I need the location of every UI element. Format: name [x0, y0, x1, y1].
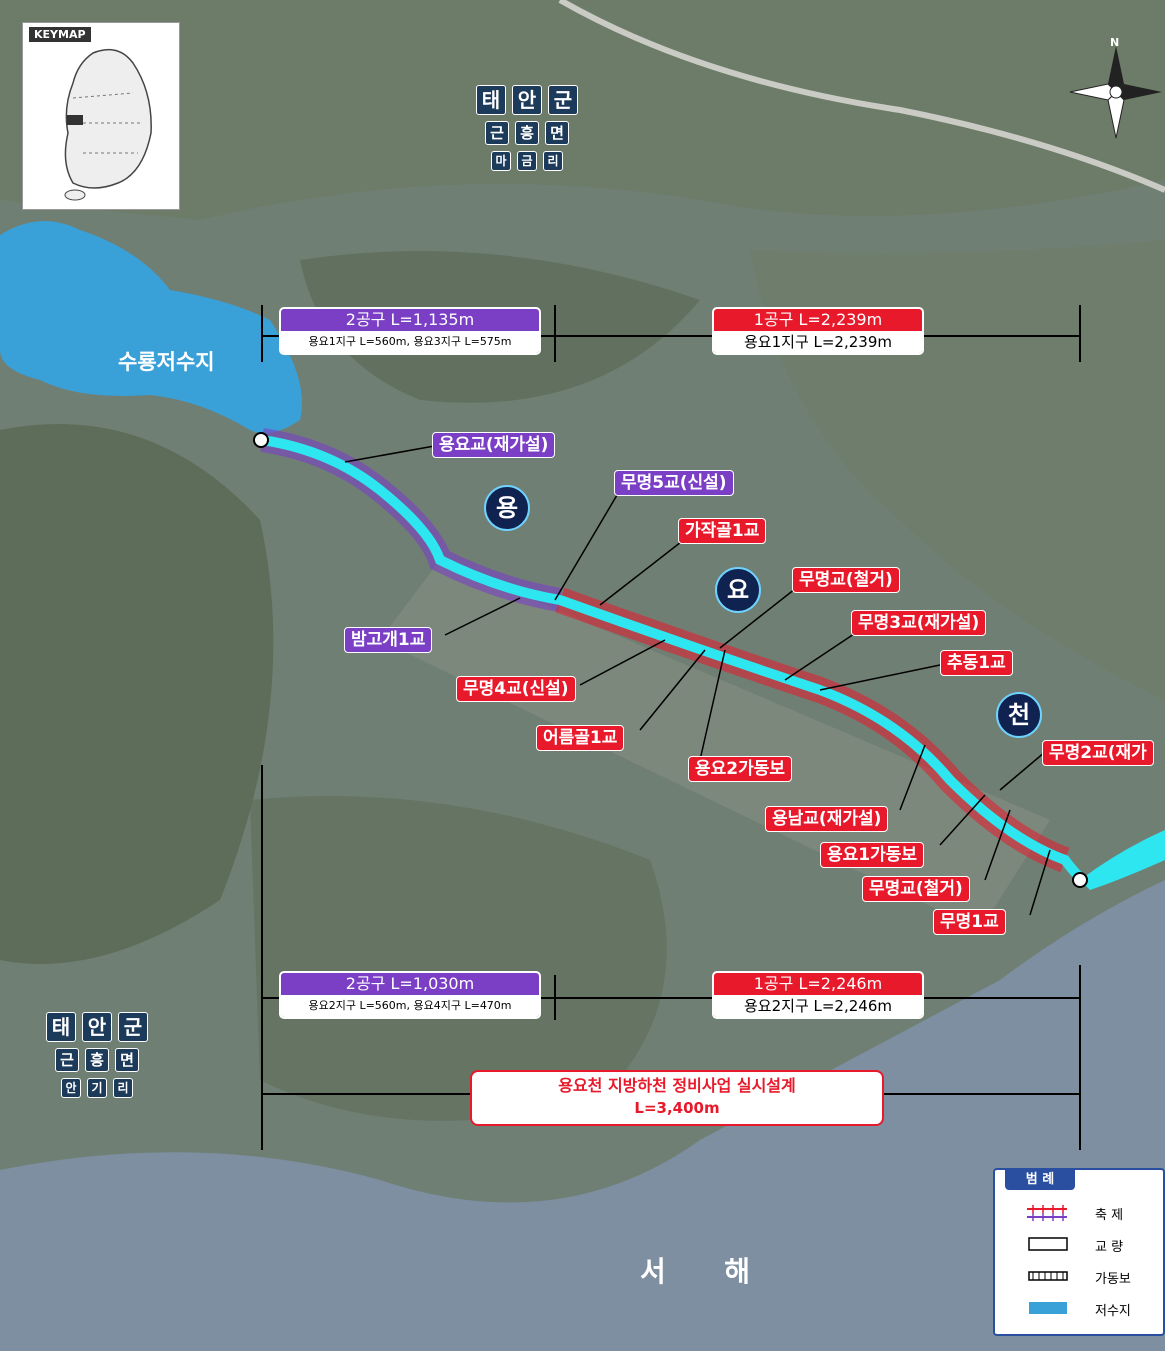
section-body: 용요1지구 L=2,239m — [714, 331, 922, 353]
admin-label-top: 태 안 군 근 흥 면 마 금 리 — [476, 85, 578, 177]
sea-water — [0, 880, 1165, 1351]
reservoir-water — [0, 221, 302, 434]
town-char: 면 — [545, 121, 569, 145]
reservoir-label: 수룡저수지 — [118, 350, 215, 374]
town-char: 흥 — [85, 1048, 109, 1072]
structure-label: 무명교(철거) — [792, 567, 900, 593]
structure-label: 추동1교 — [940, 650, 1013, 676]
village-char: 안 — [61, 1078, 81, 1098]
section-box: 1공구 L=2,246m 용요2지구 L=2,246m — [712, 971, 924, 1019]
section-box: 1공구 L=2,239m 용요1지구 L=2,239m — [712, 307, 924, 355]
section-header: 1공구 L=2,246m — [753, 974, 883, 993]
town-char: 근 — [485, 121, 509, 145]
river-letter: 요 — [715, 567, 761, 613]
section-body: 용요2지구 L=560m, 용요4지구 L=470m — [281, 995, 539, 1017]
weir-icon — [1028, 1271, 1068, 1281]
river-letter: 용 — [484, 485, 530, 531]
section-box: 2공구 L=1,030m 용요2지구 L=560m, 용요4지구 L=470m — [279, 971, 541, 1019]
project-length: L=3,400m — [634, 1099, 720, 1117]
legend-item-bridge: 교 량 — [995, 1230, 1163, 1260]
bridge-icon — [1028, 1237, 1068, 1251]
legend-label: 저수지 — [1095, 1304, 1131, 1319]
structure-label: 용요교(재가설) — [432, 432, 556, 458]
legend-label: 축 제 — [1095, 1208, 1124, 1223]
structure-label: 밤고개1교 — [344, 627, 433, 653]
admin-label-bottom: 태 안 군 근 흥 면 안 기 리 — [46, 1012, 148, 1104]
legend-panel: 범 례 축 제 교 량 가동보 — [993, 1168, 1165, 1336]
legend-item-reservoir: 저수지 — [995, 1294, 1163, 1324]
village-char: 마 — [491, 151, 511, 171]
village-char: 금 — [517, 151, 537, 171]
structure-label: 가작골1교 — [678, 518, 767, 544]
section-body: 용요1지구 L=560m, 용요3지구 L=575m — [281, 331, 539, 353]
section-header: 2공구 L=1,030m — [345, 974, 475, 993]
structure-label: 무명1교 — [933, 909, 1006, 935]
county-char: 군 — [118, 1012, 148, 1042]
compass-rose — [1069, 46, 1162, 139]
levee-icon — [1027, 1205, 1067, 1221]
county-char: 군 — [548, 85, 578, 115]
section-header: 1공구 L=2,239m — [753, 310, 883, 329]
keymap-title: KEYMAP — [29, 27, 91, 42]
section-body: 용요2지구 L=2,246m — [714, 995, 922, 1017]
river-letter: 천 — [996, 692, 1042, 738]
structure-label: 무명2교(재가 — [1042, 740, 1154, 766]
town-char: 근 — [55, 1048, 79, 1072]
village-char: 기 — [87, 1078, 107, 1098]
reservoir-icon — [1029, 1302, 1067, 1314]
county-char: 안 — [512, 85, 542, 115]
project-box: 용요천 지방하천 정비사업 실시설계 L=3,400m — [470, 1070, 884, 1126]
town-char: 흥 — [515, 121, 539, 145]
village-char: 리 — [543, 151, 563, 171]
structure-label: 무명5교(신설) — [614, 470, 734, 496]
river-channel — [261, 435, 1087, 885]
section-header: 2공구 L=1,135m — [345, 310, 475, 329]
legend-label: 가동보 — [1095, 1272, 1131, 1287]
county-char: 태 — [476, 85, 506, 115]
structure-label: 용남교(재가설) — [765, 806, 889, 832]
legend-item-levee: 축 제 — [995, 1198, 1163, 1228]
compass-north: N — [1110, 36, 1120, 49]
structure-label: 무명4교(신설) — [456, 676, 576, 702]
sea-label: 서 해 — [640, 1255, 751, 1288]
county-char: 태 — [46, 1012, 76, 1042]
section-box: 2공구 L=1,135m 용요1지구 L=560m, 용요3지구 L=575m — [279, 307, 541, 355]
structure-label: 무명3교(재가설) — [851, 610, 987, 636]
village-char: 리 — [113, 1078, 133, 1098]
legend-title: 범 례 — [1005, 1170, 1075, 1190]
korea-map-icon — [64, 48, 152, 201]
legend-label: 교 량 — [1095, 1240, 1124, 1255]
structure-label: 용요2가동보 — [688, 756, 793, 782]
structure-label: 용요1가동보 — [820, 842, 925, 868]
town-char: 면 — [115, 1048, 139, 1072]
legend-item-weir: 가동보 — [995, 1262, 1163, 1292]
project-title: 용요천 지방하천 정비사업 실시설계 — [558, 1076, 796, 1095]
county-char: 안 — [82, 1012, 112, 1042]
structure-label: 어름골1교 — [536, 725, 625, 751]
keymap-inset: KEYMAP — [22, 22, 180, 210]
structure-label: 무명교(철거) — [862, 876, 970, 902]
